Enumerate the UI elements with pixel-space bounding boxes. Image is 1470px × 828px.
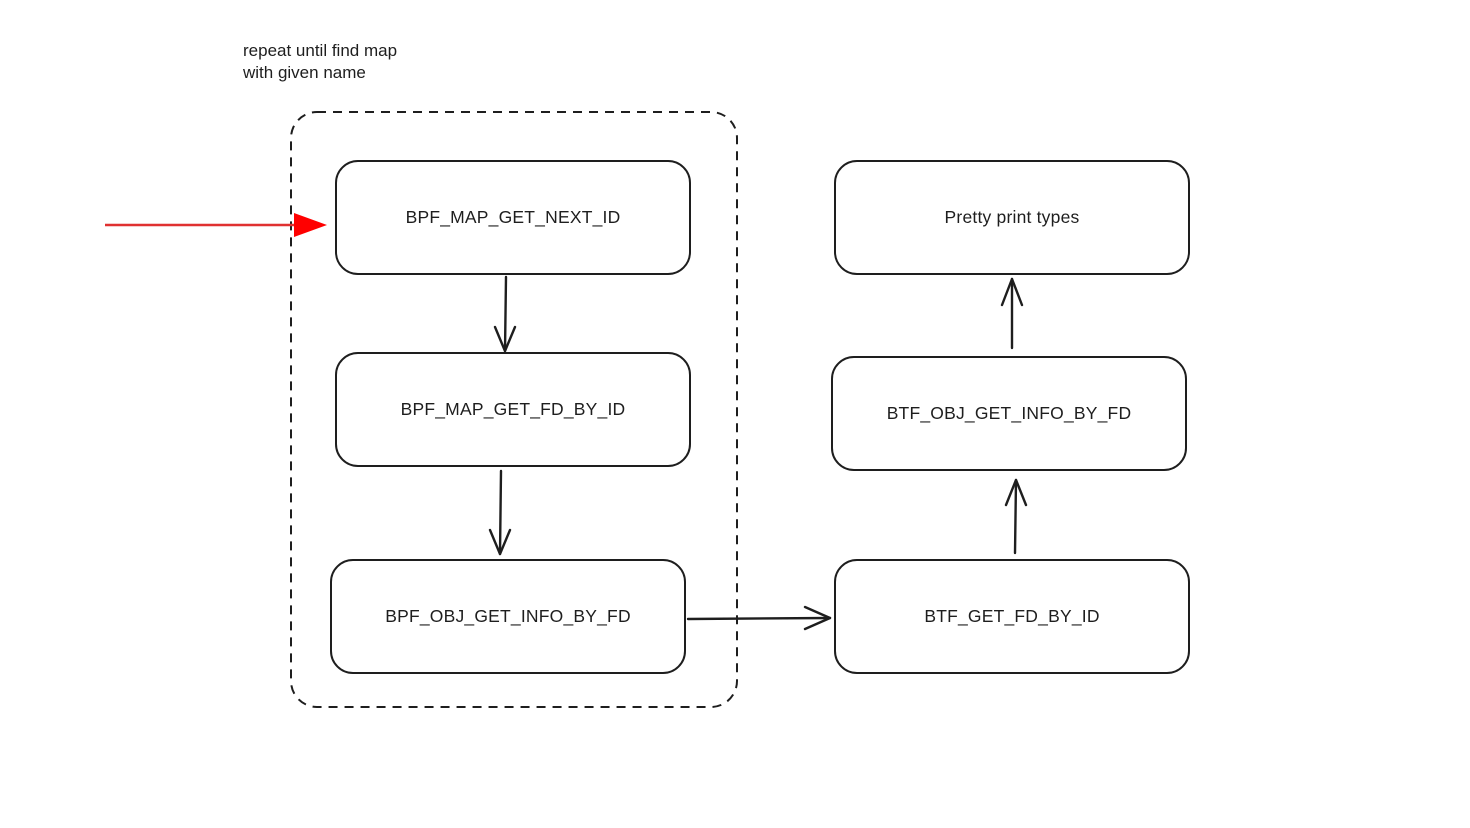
loop-annotation: repeat until find map with given name bbox=[243, 40, 397, 84]
node-label-obj-info-by-fd: BPF_OBJ_GET_INFO_BY_FD bbox=[385, 606, 631, 626]
annotation-line-2: with given name bbox=[243, 63, 366, 82]
arrow-fd-by-id-to-obj-info bbox=[488, 469, 512, 556]
node-label-map-fd-by-id: BPF_MAP_GET_FD_BY_ID bbox=[400, 399, 626, 419]
node-box-pretty-print bbox=[834, 160, 1190, 275]
node-label-btf-obj-info-by-fd: BTF_OBJ_GET_INFO_BY_FD bbox=[886, 403, 1132, 423]
node-box-map-fd-by-id bbox=[335, 352, 691, 467]
arrow-next-id-to-fd-by-id bbox=[493, 275, 517, 353]
annotation-line-1: repeat until find map bbox=[243, 41, 398, 60]
arrow-btf-fd-by-id-to-btf-obj-info bbox=[1004, 478, 1028, 555]
node-label-map-next-id: BPF_MAP_GET_NEXT_ID bbox=[405, 207, 621, 227]
node-label-pretty-print: Pretty print types bbox=[944, 207, 1080, 227]
node-box-btf-obj-info-by-fd bbox=[831, 356, 1187, 471]
arrow-btf-obj-info-to-pretty-print bbox=[1000, 277, 1024, 350]
node-box-obj-info-by-fd bbox=[330, 559, 686, 674]
node-box-btf-fd-by-id bbox=[834, 559, 1190, 674]
node-box-map-next-id bbox=[335, 160, 691, 275]
loop-group-dashed-border bbox=[290, 111, 738, 708]
arrow-obj-info-to-btf-fd-by-id bbox=[686, 605, 832, 631]
node-label-btf-fd-by-id: BTF_GET_FD_BY_ID bbox=[924, 606, 1100, 626]
entry-arrow bbox=[105, 213, 327, 237]
